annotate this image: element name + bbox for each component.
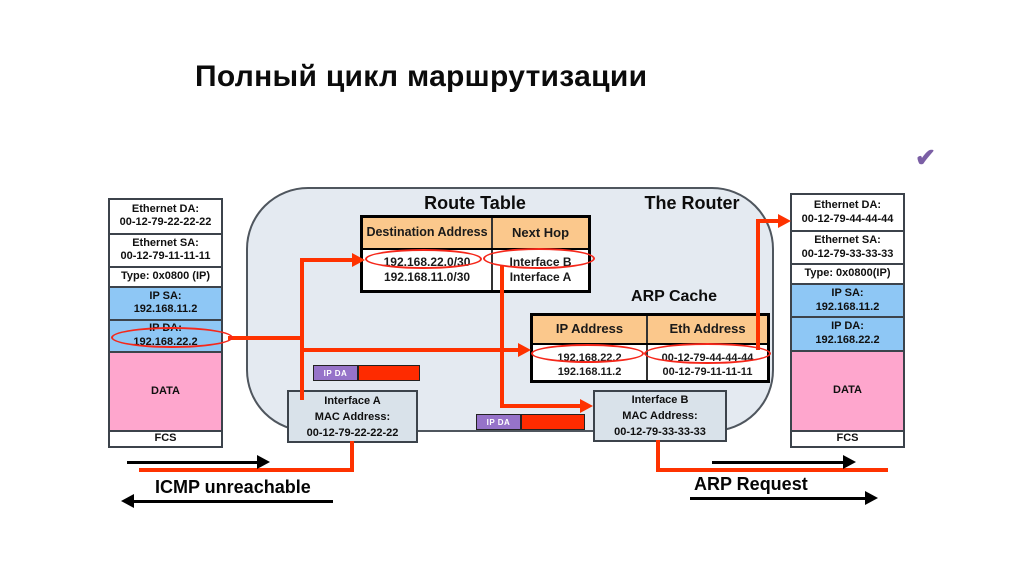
- black-arrow-right-out-shaft: [712, 461, 843, 464]
- field-label: FCS: [836, 432, 859, 445]
- red-arrowhead-interface-b: [580, 399, 593, 413]
- field-label: Ethernet SA:: [814, 233, 881, 246]
- highlight-ellipse-arp-ip: [531, 344, 644, 363]
- arp-cache-header: IP Address Eth Address: [533, 316, 767, 345]
- field-value: 192.168.11.2: [133, 303, 198, 316]
- route-row-destination: 192.168.11.0/30: [383, 270, 471, 284]
- red-line-icmp: [139, 468, 354, 472]
- field-label: IP DA:: [831, 320, 864, 333]
- red-arrowhead-right-packet: [778, 214, 791, 228]
- icmp-unreachable-label: ICMP unreachable: [155, 477, 311, 497]
- route-table-header: Destination Address Next Hop: [363, 218, 588, 250]
- right-packet-eth-da: Ethernet DA: 00-12-79-44-44-44: [792, 195, 903, 233]
- left-packet-type: Type: 0x0800 (IP): [110, 268, 221, 288]
- left-packet-data: DATA: [110, 353, 221, 433]
- red-line-vertical-left: [300, 258, 304, 400]
- interface-b-name: Interface B: [631, 394, 689, 406]
- route-table-header-destination: Destination Address: [363, 218, 493, 248]
- field-label: FCS: [154, 432, 177, 445]
- interface-a-name: Interface A: [324, 394, 381, 407]
- interface-b-label: MAC Address:: [622, 410, 698, 422]
- field-label: Ethernet DA:: [131, 202, 200, 215]
- right-packet-data: DATA: [792, 351, 903, 433]
- left-packet: Ethernet DA: 00-12-79-22-22-22 Ethernet …: [108, 198, 223, 448]
- red-line-interface-b-down: [656, 440, 660, 472]
- field-value: 00-12-79-11-11-11: [120, 250, 211, 263]
- arp-request-arrow-head: [865, 491, 878, 505]
- arp-request-label: ARP Request: [694, 474, 808, 494]
- field-value: 192.168.11.2: [815, 300, 880, 313]
- route-row-nexthop: Interface A: [509, 270, 572, 284]
- black-arrow-left-out-shaft: [127, 461, 257, 464]
- right-packet-ip-sa: IP SA: 192.168.11.2: [792, 285, 903, 319]
- red-line-arp-up: [756, 219, 760, 350]
- icmp-arrow-shaft: [133, 500, 333, 503]
- checkmark-icon: ✔: [915, 144, 936, 172]
- black-arrow-right-out-head: [843, 455, 856, 469]
- arp-header-ip: IP Address: [533, 316, 648, 343]
- field-value: 00-12-79-33-33-33: [801, 247, 894, 260]
- highlight-ellipse-arp-eth: [644, 343, 771, 364]
- slide-title: Полный цикл маршрутизации: [195, 60, 648, 93]
- highlight-ellipse-ip-da: [111, 327, 233, 348]
- red-arrowhead-arp-cache: [518, 343, 531, 357]
- red-line-from-ip-da: [228, 336, 302, 340]
- interface-a-mac: 00-12-79-22-22-22: [306, 426, 399, 439]
- red-line-to-route-table: [300, 258, 352, 262]
- field-label: IP SA:: [149, 289, 182, 302]
- red-line-to-arp-cache: [300, 348, 518, 352]
- router-label: The Router: [644, 193, 740, 213]
- right-packet-type: Type: 0x0800(IP): [792, 265, 903, 286]
- ip-da-badge-payload: [521, 414, 585, 430]
- red-line-nexthop-down: [500, 266, 504, 406]
- interface-b-box: Interface B MAC Address: 00-12-79-33-33-…: [593, 390, 727, 442]
- right-packet-fcs: FCS: [792, 432, 903, 446]
- red-line-to-interface-b: [500, 404, 580, 408]
- route-table-title: Route Table: [424, 193, 526, 213]
- field-label: DATA: [151, 384, 180, 397]
- route-table: Destination Address Next Hop 192.168.22.…: [360, 215, 591, 293]
- ip-da-badge-payload: [358, 365, 420, 381]
- highlight-ellipse-route-destination: [365, 249, 482, 269]
- ip-da-badge: IP DA: [476, 414, 521, 430]
- field-label: Ethernet SA:: [132, 236, 199, 249]
- highlight-ellipse-next-hop: [483, 248, 595, 269]
- left-packet-fcs: FCS: [110, 432, 221, 447]
- left-packet-eth-da: Ethernet DA: 00-12-79-22-22-22: [110, 200, 221, 235]
- arp-row-eth: 00-12-79-11-11-11: [662, 366, 753, 378]
- field-label: IP SA:: [831, 287, 864, 300]
- right-packet: Ethernet DA: 00-12-79-44-44-44 Ethernet …: [790, 193, 905, 448]
- arp-request-arrow-shaft: [690, 497, 865, 500]
- red-line-to-right-packet: [756, 219, 778, 223]
- icmp-arrow-head: [121, 494, 134, 508]
- field-value: 00-12-79-22-22-22: [119, 216, 212, 229]
- arp-row-ip: 192.168.11.2: [557, 366, 622, 378]
- field-value: 192.168.22.2: [815, 334, 880, 347]
- left-packet-eth-sa: Ethernet SA: 00-12-79-11-11-11: [110, 234, 221, 268]
- interface-b-mac: 00-12-79-33-33-33: [614, 426, 706, 438]
- field-label: Type: 0x0800(IP): [804, 267, 891, 280]
- red-arrowhead-route-table: [352, 253, 365, 267]
- field-value: 00-12-79-44-44-44: [801, 212, 894, 225]
- arp-header-eth: Eth Address: [669, 321, 746, 337]
- red-line-arp-request: [656, 468, 888, 472]
- left-packet-ip-sa: IP SA: 192.168.11.2: [110, 287, 221, 321]
- black-arrow-left-out-head: [257, 455, 270, 469]
- field-label: Type: 0x0800 (IP): [120, 270, 211, 283]
- ip-da-badge: IP DA: [313, 365, 358, 381]
- interface-a-label: MAC Address:: [314, 410, 391, 423]
- field-label: DATA: [833, 384, 862, 397]
- right-packet-ip-da: IP DA: 192.168.22.2: [792, 318, 903, 352]
- red-line-interface-a-down: [350, 441, 354, 472]
- arp-cache-title: ARP Cache: [631, 288, 717, 305]
- route-table-header-nexthop: Next Hop: [511, 224, 570, 240]
- field-label: Ethernet DA:: [813, 198, 882, 211]
- interface-a-box: Interface A MAC Address: 00-12-79-22-22-…: [287, 390, 418, 443]
- right-packet-eth-sa: Ethernet SA: 00-12-79-33-33-33: [792, 232, 903, 266]
